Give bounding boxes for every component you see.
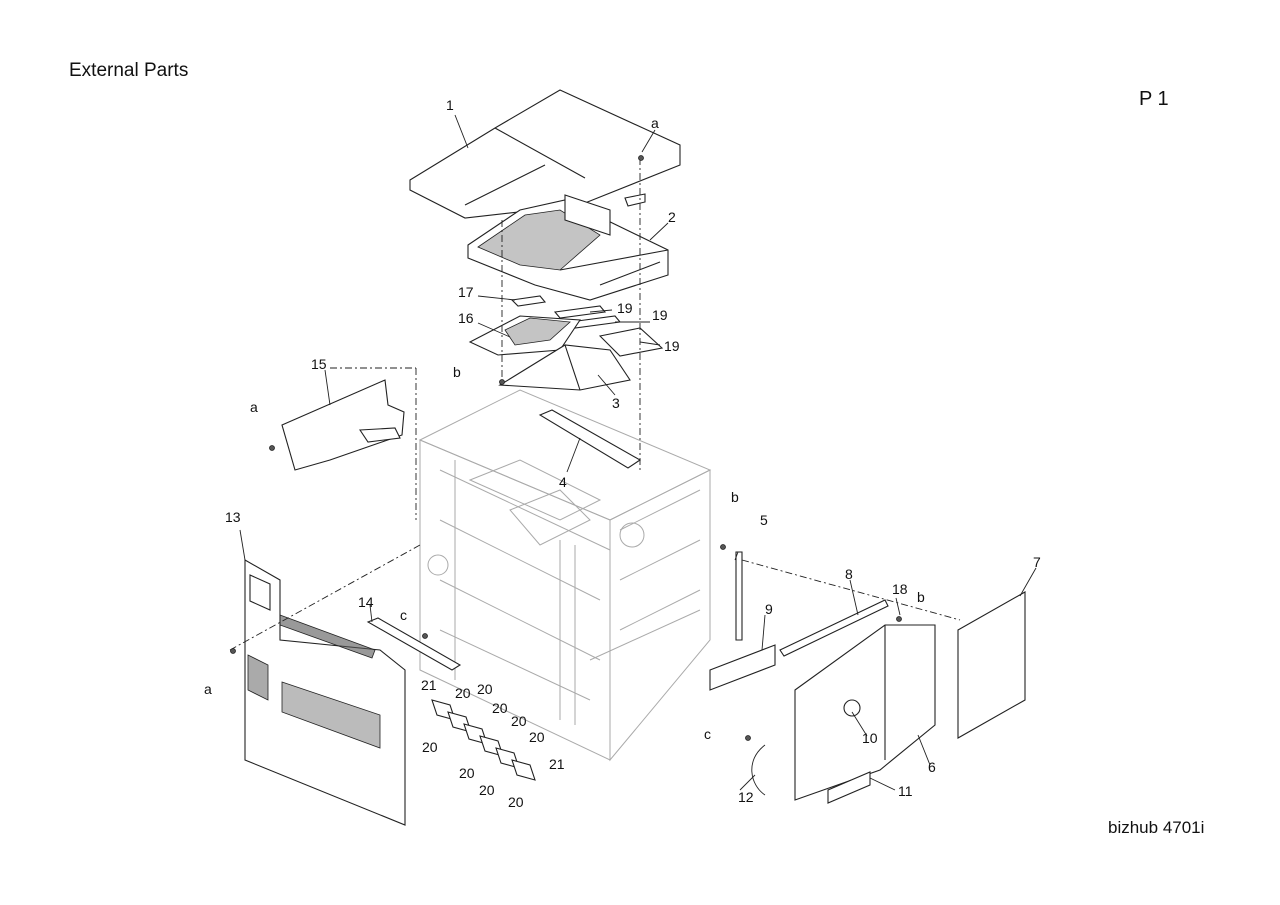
part-7-panel [957,591,1026,739]
callout-7: 7 [1033,554,1041,570]
callout-a3: a [204,681,212,697]
callout-13: 13 [225,509,241,525]
leader-lines [239,114,1037,791]
guide-lines [229,158,961,651]
callout-18: 18 [892,581,908,597]
callout-21b: 21 [549,756,565,772]
part-14-bracket [366,617,462,671]
callout-c2: c [704,726,711,742]
callout-20e: 20 [529,729,545,745]
callout-4: 4 [559,474,567,490]
main-frame [418,389,712,762]
callout-20a: 20 [455,685,471,701]
callout-12: 12 [738,789,754,805]
callout-labels: 1 2 3 4 5 6 7 8 9 10 11 12 13 14 15 16 1… [204,97,1041,810]
callout-19a: 19 [617,300,633,316]
callout-17: 17 [458,284,474,300]
callout-b2: b [731,489,739,505]
page-number: P 1 [1139,88,1169,110]
part-3 [498,344,631,391]
part-16 [468,315,581,356]
part-4-rail [538,409,642,469]
part-17 [510,295,547,307]
callout-16: 16 [458,310,474,326]
part-1-top-cover [409,89,681,219]
callout-b1: b [453,364,461,380]
callout-1: 1 [446,97,454,113]
callout-5: 5 [760,512,768,528]
part-12-cable [751,744,766,796]
part-5-strap [735,551,743,641]
callout-6: 6 [928,759,936,775]
part-11-label [827,771,871,804]
callout-20h: 20 [479,782,495,798]
part-9-label [709,644,776,691]
callout-20c: 20 [492,700,508,716]
part-13-left-cover [244,559,406,826]
callout-14: 14 [358,594,374,610]
callout-c1: c [400,607,407,623]
callout-3: 3 [612,395,620,411]
callout-2: 2 [668,209,676,225]
callout-15: 15 [311,356,327,372]
callout-20i: 20 [508,794,524,810]
page-title: External Parts [69,60,189,81]
callout-19c: 19 [664,338,680,354]
part-6-front-cover [794,624,936,801]
callout-20g: 20 [459,765,475,781]
model-name: bizhub 4701i [1108,818,1205,837]
part-15-side-panel [281,367,417,520]
callout-19b: 19 [652,307,668,323]
callout-a1: a [651,115,659,131]
callout-10: 10 [862,730,878,746]
callout-20d: 20 [511,713,527,729]
callout-9: 9 [765,601,773,617]
part-20-21-louvers [431,699,536,781]
callout-a2: a [250,399,258,415]
part-2-scanner-assembly [467,194,669,301]
callout-11: 11 [898,783,913,799]
part-8-strip [779,599,889,657]
callout-20f: 20 [422,739,438,755]
screws [230,155,902,741]
callout-8: 8 [845,566,853,582]
callout-21a: 21 [421,677,437,693]
part-19-items [553,305,664,357]
callout-20b: 20 [477,681,493,697]
callout-b3: b [917,589,925,605]
